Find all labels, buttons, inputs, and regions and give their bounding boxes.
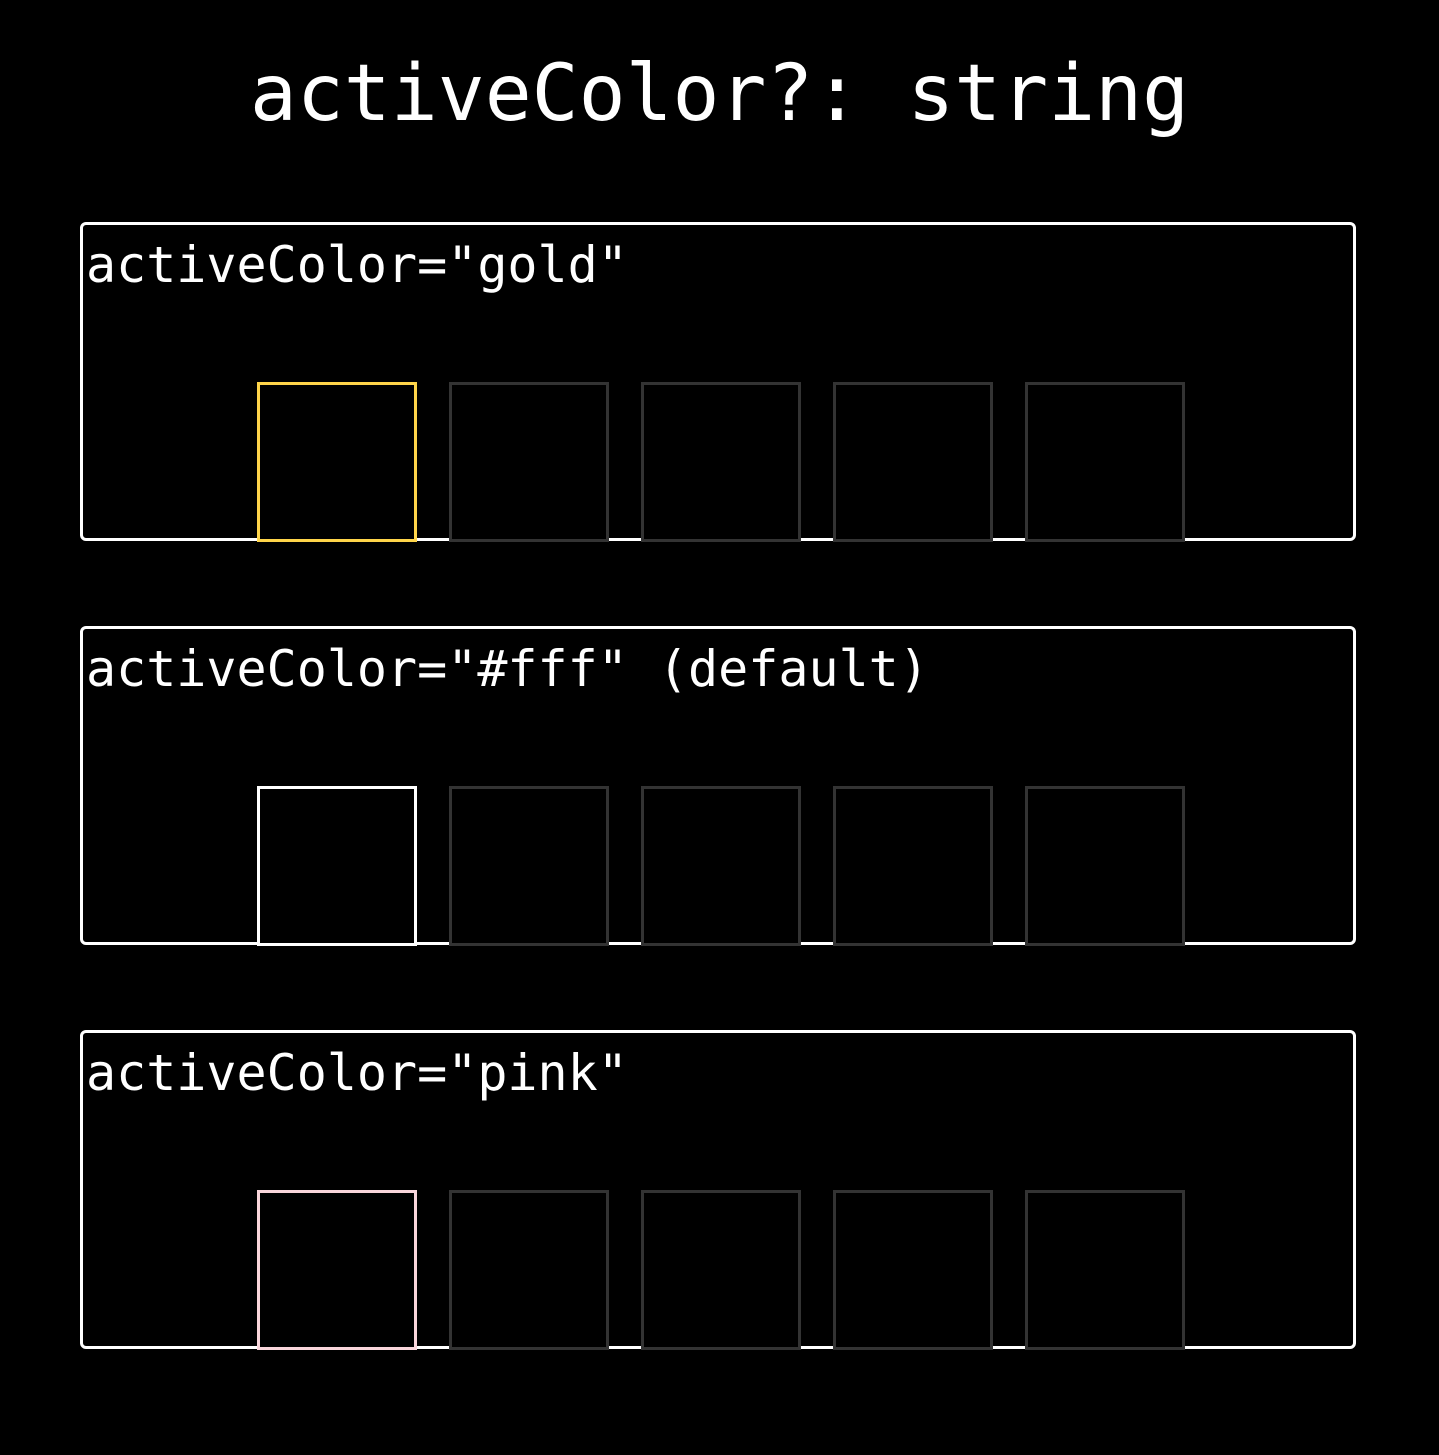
code-input-box-5[interactable] — [1025, 382, 1185, 542]
code-input-box-1[interactable] — [257, 382, 417, 542]
panel-label: activeColor="#fff" (default) — [86, 640, 929, 698]
code-input-box-5[interactable] — [1025, 1190, 1185, 1350]
demo-panel-pink: activeColor="pink" — [80, 1030, 1356, 1350]
panel-label: activeColor="gold" — [86, 236, 628, 294]
code-input-box-2[interactable] — [449, 786, 609, 946]
code-input-box-3[interactable] — [641, 1190, 801, 1350]
code-input-box-4[interactable] — [833, 1190, 993, 1350]
code-input-box-3[interactable] — [641, 382, 801, 542]
panel-label: activeColor="pink" — [86, 1044, 628, 1102]
code-input-box-4[interactable] — [833, 786, 993, 946]
page-title: activeColor?: string — [249, 49, 1190, 139]
demo-panel-gold: activeColor="gold" — [80, 222, 1356, 542]
code-input-box-1[interactable] — [257, 786, 417, 946]
code-input-box-3[interactable] — [641, 786, 801, 946]
code-input-box-2[interactable] — [449, 382, 609, 542]
code-input-box-2[interactable] — [449, 1190, 609, 1350]
code-input-box-4[interactable] — [833, 382, 993, 542]
code-input-box-1[interactable] — [257, 1190, 417, 1350]
demo-panel-default: activeColor="#fff" (default) — [80, 626, 1356, 946]
code-input-box-5[interactable] — [1025, 786, 1185, 946]
